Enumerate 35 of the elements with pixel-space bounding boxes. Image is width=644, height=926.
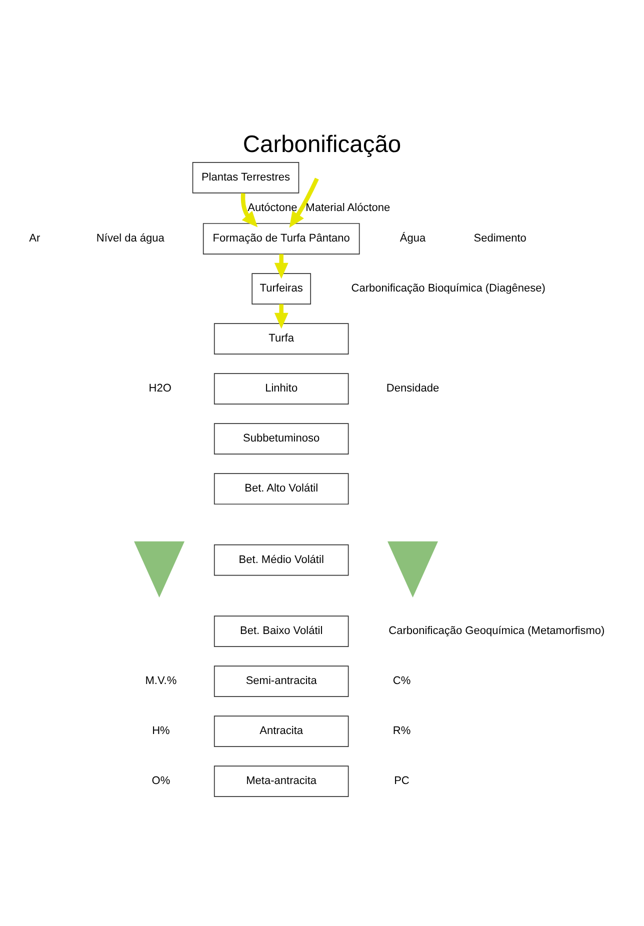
node-box: Antracita bbox=[214, 716, 349, 748]
node-box: Bet. Baixo Volátil bbox=[214, 616, 349, 647]
edge-label: Autóctone bbox=[248, 202, 298, 214]
label: H2O bbox=[148, 382, 172, 395]
label: Água bbox=[400, 232, 426, 245]
arrow bbox=[240, 193, 258, 228]
label: Carbonificação Bioquímica (Diagênese) bbox=[351, 282, 546, 295]
node-box: Bet. Alto Volátil bbox=[214, 473, 349, 505]
node-box: Meta-antracita bbox=[214, 766, 349, 798]
label: Ar bbox=[29, 232, 40, 245]
diagram-title: Carbonificação bbox=[242, 132, 402, 158]
label: M.V.% bbox=[145, 675, 177, 688]
node-box: Turfeiras bbox=[252, 273, 312, 304]
label: Densidade bbox=[386, 382, 440, 395]
edge-label: Material Alóctone bbox=[306, 202, 390, 214]
node-box: Bet. Médio Volátil bbox=[214, 544, 349, 576]
node-box: Linhito bbox=[214, 373, 349, 404]
arrow bbox=[274, 304, 288, 329]
node-arrow bbox=[134, 541, 184, 598]
node-arrow bbox=[388, 541, 438, 598]
label: R% bbox=[392, 725, 411, 738]
node-box: Formação de Turfa Pântano bbox=[202, 223, 360, 254]
node-box: Subbetuminoso bbox=[214, 423, 349, 455]
label: Carbonificação Geoquímica (Metamorfismo) bbox=[388, 625, 605, 638]
arrow bbox=[274, 254, 288, 279]
node-box: Turfa bbox=[214, 323, 349, 354]
arrow bbox=[289, 178, 319, 228]
label: H% bbox=[152, 725, 170, 738]
label: C% bbox=[392, 675, 411, 688]
label: Sedimento bbox=[474, 232, 526, 245]
label: PC bbox=[394, 775, 410, 788]
node-box: Plantas Terrestres bbox=[192, 162, 300, 194]
label: O% bbox=[152, 775, 170, 788]
node-box: Semi-antracita bbox=[214, 666, 349, 697]
label: Nível da água bbox=[96, 232, 164, 245]
